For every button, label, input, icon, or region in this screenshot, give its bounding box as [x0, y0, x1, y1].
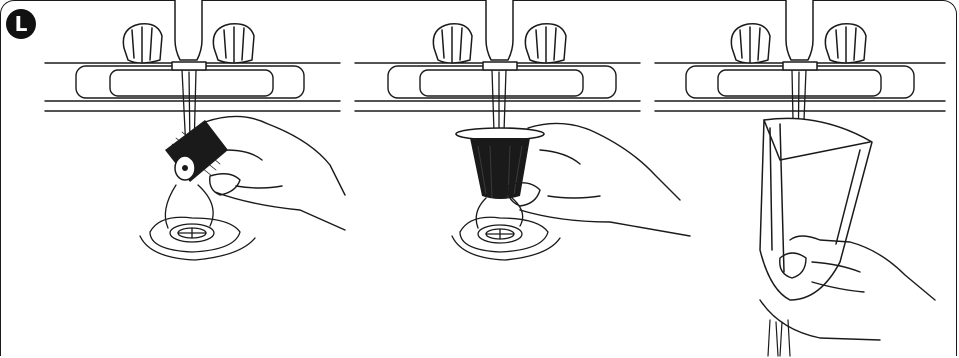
panel-2	[354, 0, 691, 261]
hand-icon	[204, 115, 346, 231]
sink-counter	[354, 62, 641, 112]
drain-icon	[139, 184, 256, 261]
step-letter: L	[14, 12, 28, 36]
drip-icon	[767, 319, 791, 357]
faucet-icon	[122, 0, 255, 71]
panel-3	[654, 0, 946, 357]
drain-icon	[451, 197, 561, 261]
lid-cone-icon	[759, 117, 873, 301]
step-badge: L	[6, 9, 36, 39]
panel-1	[44, 0, 346, 261]
faucet-icon	[432, 0, 567, 71]
faucet-icon	[730, 0, 867, 71]
capsule-icon	[455, 127, 545, 199]
hand-icon	[507, 122, 691, 237]
water-stream-icon	[491, 69, 507, 133]
capsule-icon	[165, 120, 228, 182]
